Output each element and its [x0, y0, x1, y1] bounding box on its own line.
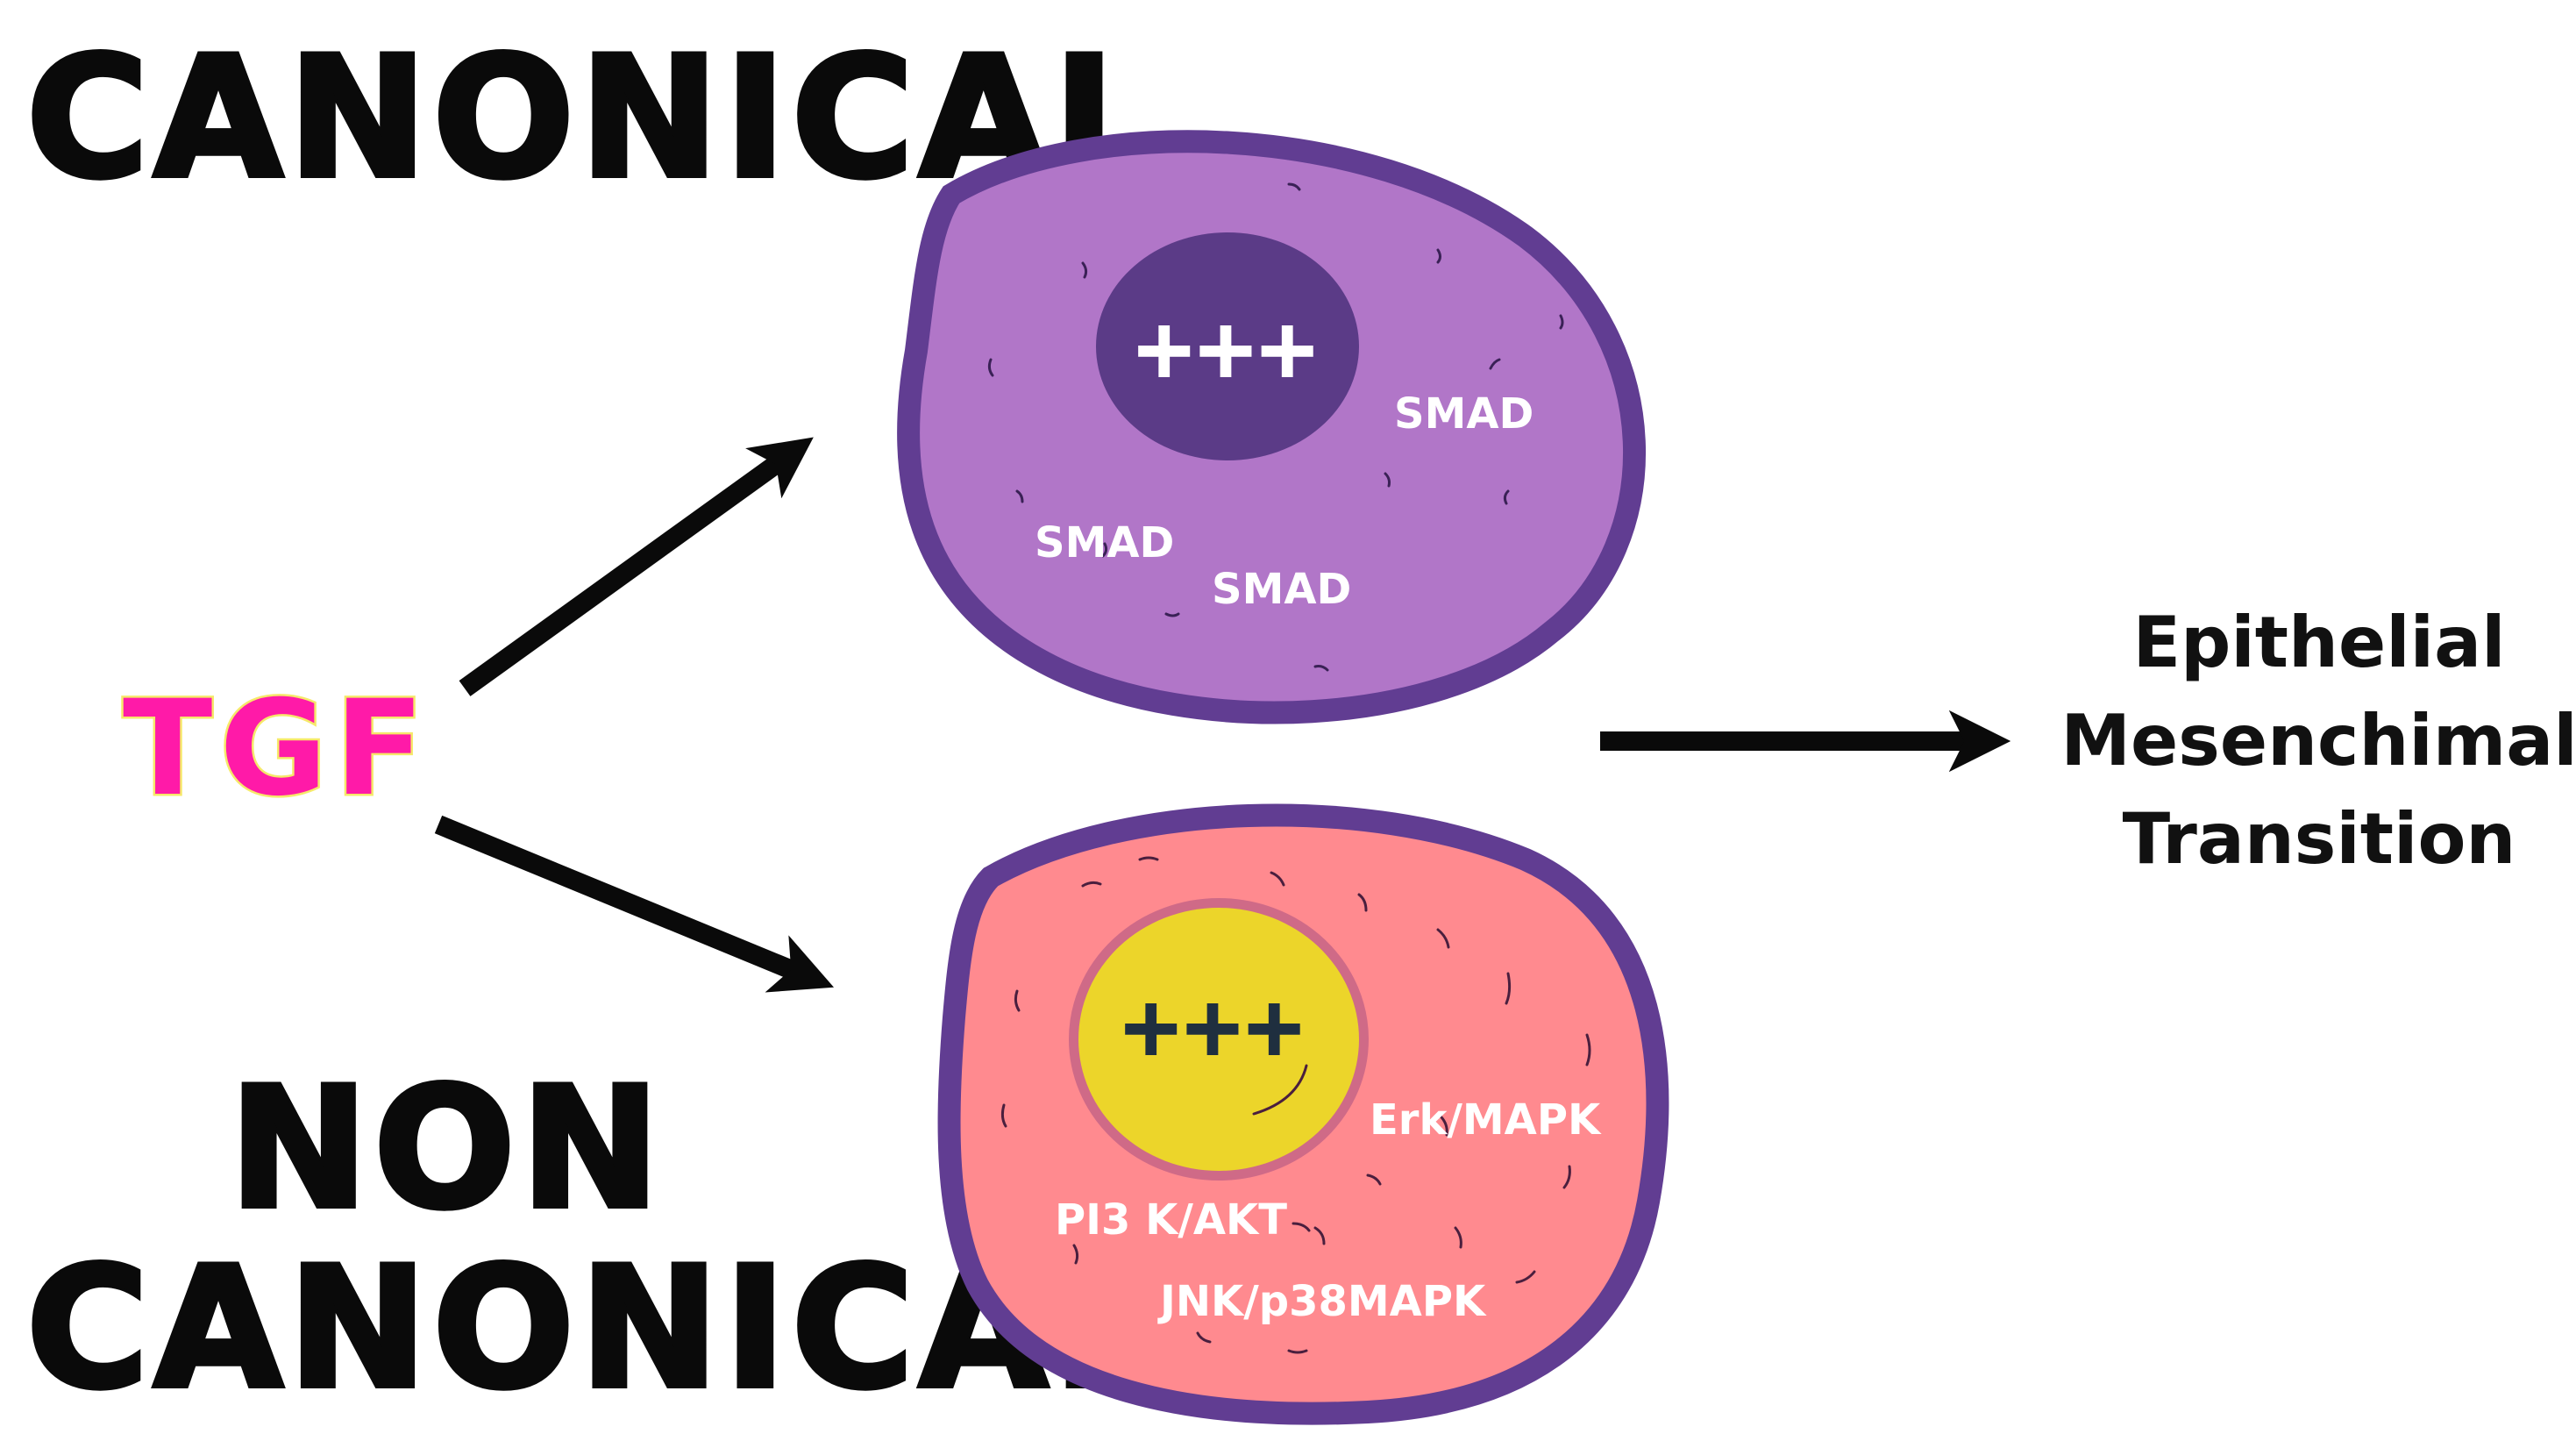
emt-line-3: Transition — [2123, 798, 2516, 880]
non-canonical-heading-line1: NON — [229, 1052, 665, 1245]
emt-line-2: Mesenchimal — [2060, 700, 2576, 781]
non-canonical-nucleus-envelope — [1069, 898, 1369, 1181]
canonical-cell-specks — [987, 182, 1564, 672]
non-canonical-cell-specks — [1000, 856, 1591, 1354]
non-canonical-label-erk-mapk: Erk/MAPK — [1370, 1095, 1602, 1145]
non-canonical-cell-nucleus — [1078, 908, 1359, 1171]
nucleus-squiggle — [1252, 1064, 1308, 1116]
non-canonical-label-pi3k-akt: PI3 K/AKT — [1055, 1195, 1287, 1245]
emt-result: Epithelial Mesenchimal Transition — [2060, 602, 2576, 880]
arrow-to-non-canonical — [434, 815, 835, 993]
canonical-nucleus-marks: +++ — [1135, 292, 1320, 404]
non-canonical-cell: +++ Erk/MAPK PI3 K/AKT JNK/p38MAPK — [937, 803, 1669, 1425]
canonical-heading: CANONICAL — [26, 21, 1164, 215]
non-canonical-label-jnk-p38mapk: JNK/p38MAPK — [1157, 1277, 1487, 1326]
canonical-cell: +++ SMAD SMAD SMAD — [897, 130, 1647, 724]
arrow-to-canonical — [459, 437, 814, 696]
canonical-label-smad-3: SMAD — [1212, 565, 1351, 614]
non-canonical-nucleus-marks: +++ — [1122, 970, 1307, 1082]
canonical-label-smad-2: SMAD — [1035, 518, 1174, 567]
canonical-cell-nucleus — [1096, 232, 1359, 460]
canonical-label-smad-1: SMAD — [1394, 389, 1534, 439]
tgf-label: TGF — [123, 673, 431, 825]
emt-line-1: Epithelial — [2132, 602, 2505, 683]
